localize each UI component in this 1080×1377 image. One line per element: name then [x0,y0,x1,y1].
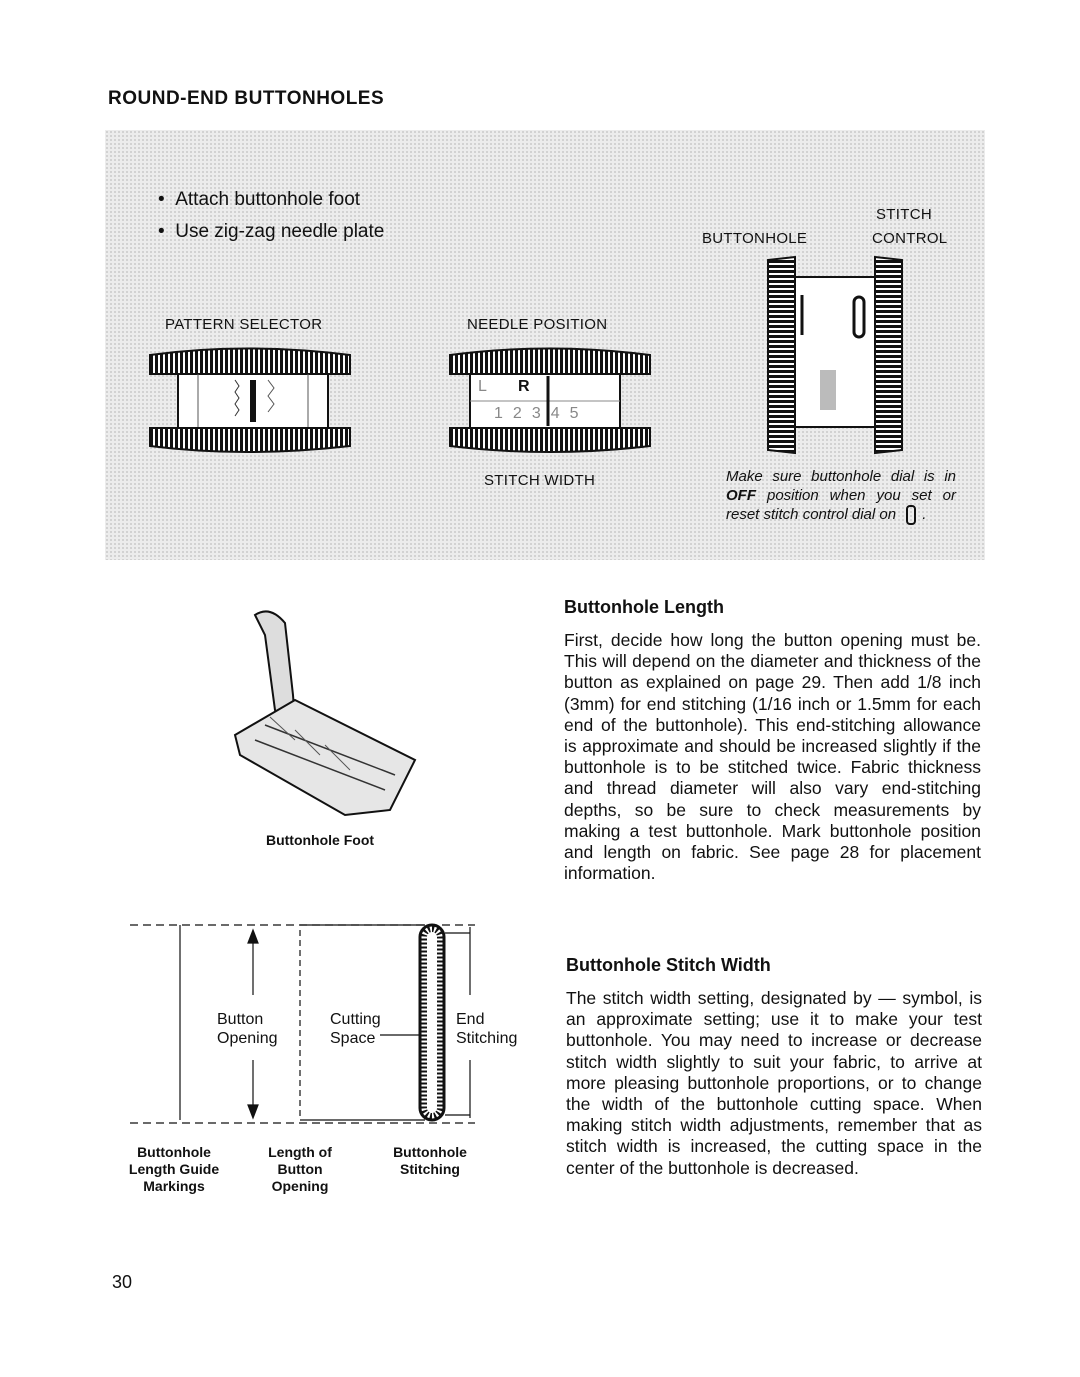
pattern-selector-dial [149,347,351,453]
needle-dial-row1: L R [478,378,530,395]
needle-position-dial [449,347,651,453]
buttonhole-dials [767,255,903,455]
buttonhole-foot-illustration [233,610,417,817]
buttonhole-length-body: First, decide how long the button openin… [564,630,981,884]
buttonhole-stitch-width-heading: Buttonhole Stitch Width [566,955,771,975]
dial-illustrations [149,347,651,453]
buttonhole-stitch-width-body: The stitch width setting, designated by … [566,988,982,1178]
buttonhole-length-heading: Buttonhole Length [564,597,724,617]
needle-dial-row2: 12345 [494,405,589,422]
control-label: CONTROL [872,230,948,247]
dial-note: Make sure buttonhole dial is in OFF posi… [726,467,956,526]
needle-position-label: NEEDLE POSITION [467,316,608,333]
foot-caption: Buttonhole Foot [265,832,375,848]
bullet-item: • Attach buttonhole foot [158,189,361,210]
stitch-width-label: STITCH WIDTH [484,472,596,489]
buttonhole-symbol-icon [906,505,917,526]
bullet-item: • Use zig-zag needle plate [158,221,385,242]
buttonhole-label: BUTTONHOLE [702,230,808,247]
pattern-selector-label: PATTERN SELECTOR [165,316,323,333]
stitch-label: STITCH [876,206,932,223]
section-title: ROUND-END BUTTONHOLES [108,88,385,109]
buttonhole-diagram [130,923,475,1124]
page-number: 30 [112,1272,133,1292]
